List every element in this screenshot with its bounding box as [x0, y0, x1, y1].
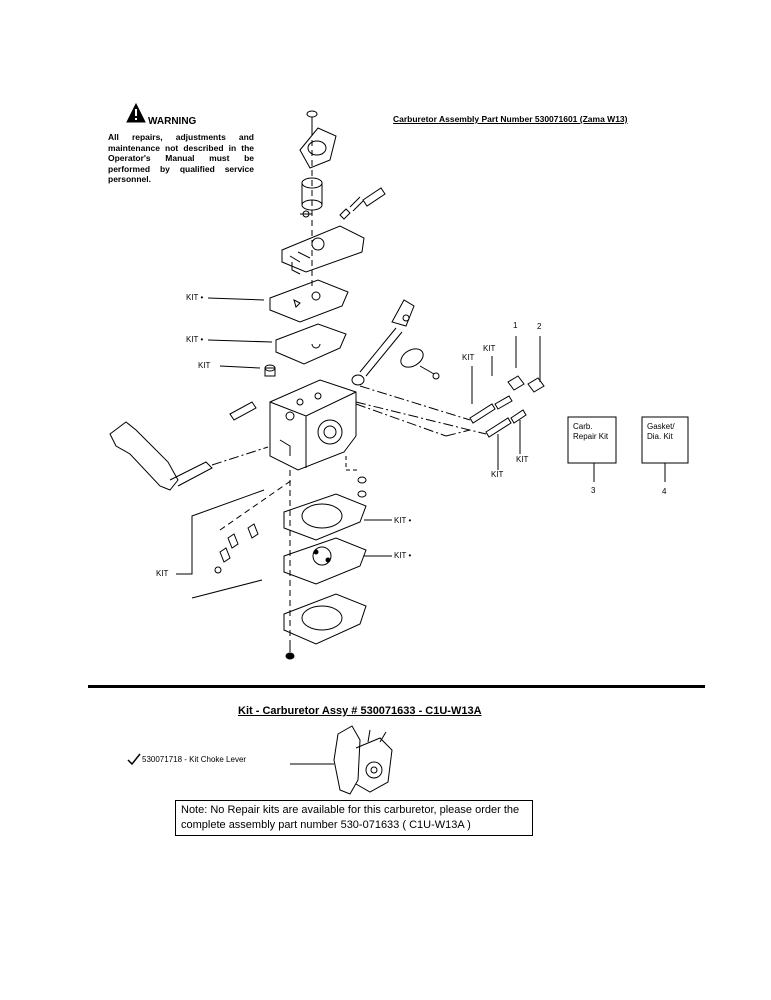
- lower-diaphragm: [283, 537, 367, 585]
- throttle-valve: [400, 348, 440, 380]
- carb-repair-kit-label: Carb. Repair Kit: [573, 422, 609, 441]
- kit-label-upper-right-1: KIT: [483, 344, 496, 353]
- ref-number-1: 1: [513, 321, 518, 330]
- adjust-screw-top: [339, 187, 386, 220]
- lower-cover: [283, 593, 367, 645]
- warning-triangle-icon: [126, 102, 146, 123]
- ref-number-3: 3: [591, 486, 596, 495]
- kit-label-gasket-1: KIT •: [186, 293, 204, 302]
- pin: [229, 401, 257, 421]
- kit-label-needle-upper: KIT: [491, 470, 504, 479]
- pump-cover: [281, 225, 365, 275]
- ref-number-2: 2: [537, 322, 542, 331]
- kit-label-lower-diaphragm: KIT •: [394, 551, 412, 560]
- choke-lever: [109, 421, 213, 491]
- kit-label-needle-lower: KIT: [516, 455, 529, 464]
- kit-label-gasket-2: KIT •: [186, 335, 204, 344]
- needle-upper: [469, 395, 513, 424]
- needle-lower: [485, 409, 527, 438]
- ref-number-4: 4: [662, 487, 667, 496]
- carburetor-body: [269, 379, 357, 471]
- kit-label-plug: KIT: [198, 361, 211, 370]
- repair-note: Note: No Repair kits are available for t…: [175, 800, 533, 836]
- lower-gasket-1: [283, 493, 367, 541]
- warning-title: WARNING: [148, 116, 197, 127]
- kit-section-title: Kit - Carburetor Assy # 530071633 - C1U-…: [238, 705, 482, 717]
- kit-label-upper-right-2: KIT: [462, 353, 475, 362]
- plug: [264, 364, 276, 377]
- warning-text: All repairs, adjustments and maintenance…: [108, 132, 254, 184]
- small-plug: [357, 476, 367, 498]
- small-parts: [214, 523, 259, 574]
- choke-lever-kit-label: 530071718 - Kit Choke Lever: [142, 755, 247, 764]
- check-icon: [127, 753, 141, 766]
- section-divider: [88, 685, 705, 688]
- kit-label-lower-gasket: KIT •: [394, 516, 412, 525]
- kit-label-lower-left: KIT: [156, 569, 169, 578]
- kit-carb-illustration: [333, 725, 393, 795]
- caps: [507, 375, 545, 393]
- carb-repair-kit-box: [567, 416, 617, 464]
- throttle-shaft: [351, 299, 415, 386]
- gasket-2: [275, 323, 347, 365]
- cover-plate: [299, 127, 337, 169]
- gasket-dia-kit-label: Gasket/ Dia. Kit: [647, 422, 675, 441]
- assembly-title: Carburetor Assembly Part Number 53007160…: [393, 114, 628, 124]
- gasket-1: [269, 279, 349, 323]
